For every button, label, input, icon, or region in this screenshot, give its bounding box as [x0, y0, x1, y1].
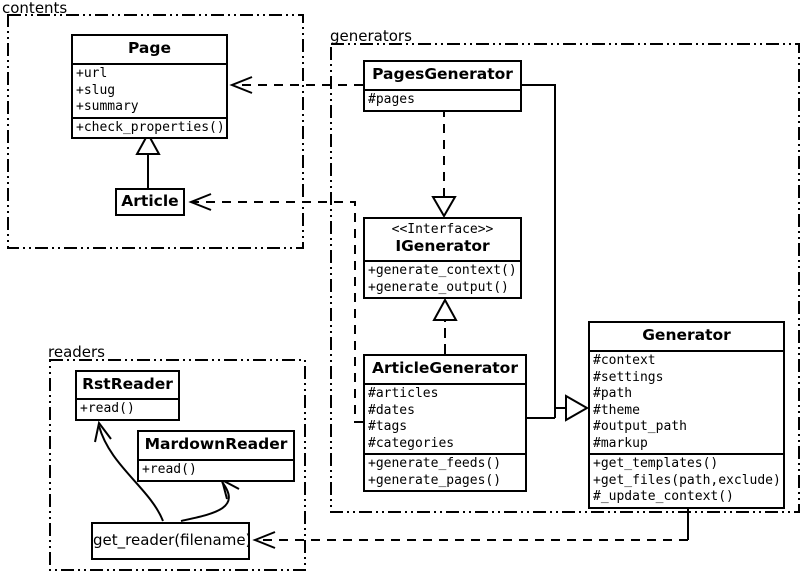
articlegenerator-article-dependency: [193, 201, 363, 423]
function-get-reader-label: get_reader(filename): [93, 531, 252, 549]
class-pagesgenerator-attributes: #pages: [365, 89, 520, 110]
method: +generate_feeds(): [368, 456, 502, 471]
class-igenerator-methods: +generate_context() +generate_output(): [365, 260, 520, 297]
contents-package-frame: [7, 14, 304, 249]
attribute: +url: [76, 66, 108, 81]
attribute: +slug: [76, 82, 116, 98]
attribute: #context: [593, 353, 656, 368]
class-mardownreader: MardownReader +read(): [137, 430, 295, 482]
class-articlegenerator-attributes: #articles #dates #tags #categories: [365, 383, 525, 453]
attribute: +summary: [76, 99, 139, 114]
readers-package-label: readers: [48, 343, 105, 361]
class-articlegenerator: ArticleGenerator #articles #dates #tags …: [363, 354, 527, 492]
attribute: #markup: [593, 435, 648, 451]
attribute: #dates: [368, 402, 415, 418]
realization-triangle-igenerator-bottom: [432, 297, 458, 321]
generators-package-frame: [330, 43, 800, 513]
attribute: #pages: [368, 92, 415, 107]
class-pagesgenerator: PagesGenerator #pages: [363, 60, 522, 112]
class-rstreader-methods: +read(): [77, 398, 178, 419]
class-igenerator-header: <<Interface>> IGenerator: [365, 219, 520, 260]
pagesgenerator-generator-line: [522, 84, 556, 418]
open-arrowhead-getreader: [252, 531, 276, 549]
attribute: #articles: [368, 386, 439, 401]
method: +check_properties(): [76, 119, 225, 135]
method: +generate_context(): [368, 263, 517, 278]
attribute: #output_path: [593, 419, 687, 434]
class-page: Page +url +slug +summary +check_properti…: [71, 34, 228, 139]
method: +read(): [80, 401, 135, 416]
class-pagesgenerator-title: PagesGenerator: [372, 65, 513, 83]
class-articlegenerator-title: ArticleGenerator: [372, 359, 518, 377]
generators-package-label: generators: [330, 27, 412, 45]
attribute: #path: [593, 386, 633, 401]
method: +generate_pages(): [368, 472, 502, 488]
class-page-methods: +check_properties(): [73, 116, 226, 138]
generalization-triangle-page: [135, 131, 161, 155]
class-page-title: Page: [127, 39, 171, 57]
class-page-attributes: +url +slug +summary: [73, 63, 226, 117]
class-rstreader: RstReader +read(): [75, 370, 180, 421]
class-mardownreader-title: MardownReader: [144, 435, 288, 453]
class-igenerator-stereotype: <<Interface>>: [391, 222, 494, 237]
class-generator-methods: +get_templates() +get_files(path,exclude…: [590, 453, 783, 507]
attribute: #settings: [593, 369, 664, 385]
generalization-triangle-generator: [565, 394, 590, 422]
method: +read(): [142, 462, 197, 477]
attribute: #categories: [368, 435, 455, 451]
method: #_update_context(): [593, 489, 734, 504]
class-igenerator-title: IGenerator: [395, 237, 490, 255]
readers-package-frame: [49, 359, 306, 571]
getreader-rstreader-arrow: [98, 425, 164, 522]
class-rstreader-title: RstReader: [82, 375, 173, 393]
contents-package-label: contents: [2, 0, 68, 17]
class-igenerator: <<Interface>> IGenerator +generate_conte…: [363, 217, 522, 299]
attribute: #tags: [368, 419, 408, 434]
method: +generate_output(): [368, 279, 509, 295]
realization-triangle-igenerator-top: [431, 196, 457, 218]
open-arrowhead-rstreader: [94, 420, 112, 443]
open-arrowhead-article: [188, 193, 212, 211]
method: +get_files(path,exclude): [593, 472, 781, 488]
open-arrowhead-mardownreader: [220, 478, 240, 500]
class-articlegenerator-methods: +generate_feeds() +generate_pages(): [365, 453, 525, 490]
attribute: #theme: [593, 402, 640, 418]
class-generator-title: Generator: [642, 326, 731, 344]
function-get-reader: get_reader(filename): [91, 522, 252, 560]
class-generator: Generator #context #settings #path #them…: [588, 321, 785, 509]
class-article: Article: [115, 188, 185, 216]
method: +get_templates(): [593, 456, 719, 471]
class-mardownreader-methods: +read(): [139, 459, 293, 480]
open-arrowhead-page: [229, 76, 253, 94]
class-article-title: Article: [121, 192, 179, 210]
getreader-mardownreader-arrow: [180, 481, 230, 522]
class-generator-attributes: #context #settings #path #theme #output_…: [590, 350, 783, 453]
